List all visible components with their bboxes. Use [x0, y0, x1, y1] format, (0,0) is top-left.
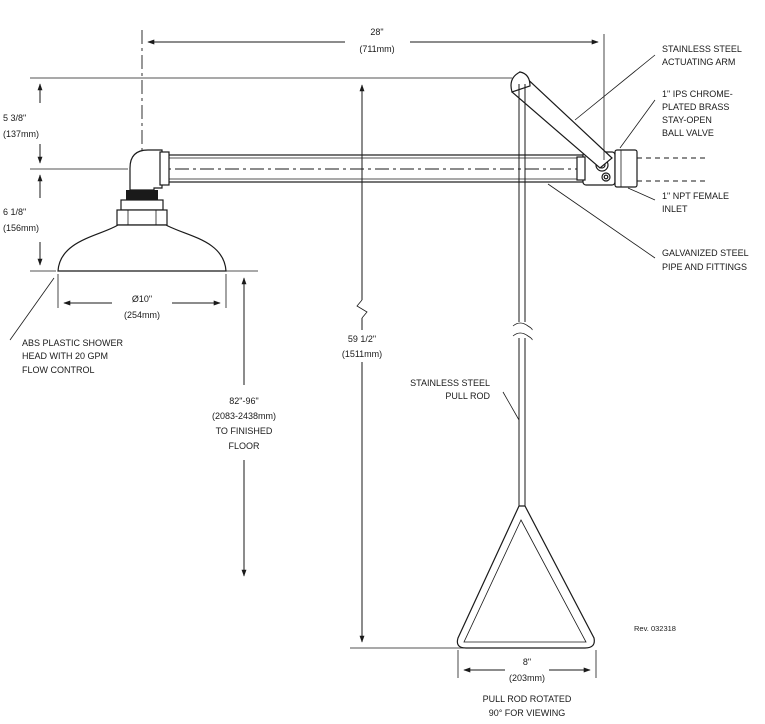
callout-inlet-1: 1" NPT FEMALE: [662, 191, 729, 201]
callout-shower-head-1: ABS PLASTIC SHOWER: [22, 338, 124, 348]
callout-ball-valve-3: STAY-OPEN: [662, 115, 712, 125]
callout-shower-head-2: HEAD WITH 20 GPM: [22, 351, 108, 361]
callout-actuating-arm-1: STAINLESS STEEL: [662, 44, 742, 54]
threaded-nipple: [126, 190, 158, 200]
head-height-metric: (156mm): [3, 223, 39, 233]
handle-width-metric: (203mm): [509, 673, 545, 683]
pull-handle: [456, 505, 595, 649]
callout-ball-valve-1: 1" IPS CHROME-: [662, 89, 733, 99]
head-nut: [120, 199, 164, 211]
floor-height-metric: (2083-2438mm): [212, 411, 276, 421]
arm-height-metric: (137mm): [3, 129, 39, 139]
width-imperial: 28": [370, 27, 383, 37]
shower-head: [57, 224, 227, 272]
diameter-metric: (254mm): [124, 310, 160, 320]
callout-pull-rod-2: PULL ROD: [445, 391, 490, 401]
revision-label: Rev. 032318: [634, 624, 676, 633]
handle-width-imperial: 8": [523, 657, 531, 667]
rod-length-metric: (1511mm): [342, 349, 382, 359]
rod-length-imperial: 59 1/2": [348, 334, 376, 344]
callout-ball-valve-4: BALL VALVE: [662, 128, 714, 138]
width-metric: (711mm): [359, 44, 394, 54]
floor-height-line3: TO FINISHED: [216, 426, 273, 436]
floor-height-imperial: 82"-96": [229, 396, 258, 406]
head-height-imperial: 6 1/8": [3, 207, 26, 217]
elbow-fitting: [129, 149, 163, 191]
callout-ball-valve-2: PLATED BRASS: [662, 102, 729, 112]
callout-shower-head-3: FLOW CONTROL: [22, 365, 95, 375]
diameter-imperial: Ø10": [132, 294, 152, 304]
callout-pipe-2: PIPE AND FITTINGS: [662, 262, 747, 272]
callout-pull-rod-1: STAINLESS STEEL: [410, 378, 490, 388]
callout-rotated-1: PULL ROD ROTATED: [483, 694, 572, 704]
callout-pipe-1: GALVANIZED STEEL: [662, 248, 749, 258]
callout-rotated-2: 90° FOR VIEWING: [489, 708, 566, 718]
callout-actuating-arm-2: ACTUATING ARM: [662, 57, 735, 67]
callout-inlet-2: INLET: [662, 204, 688, 214]
supply-pipe: [164, 154, 584, 183]
arm-height-imperial: 5 3/8": [3, 113, 26, 123]
floor-height-line4: FLOOR: [228, 441, 260, 451]
